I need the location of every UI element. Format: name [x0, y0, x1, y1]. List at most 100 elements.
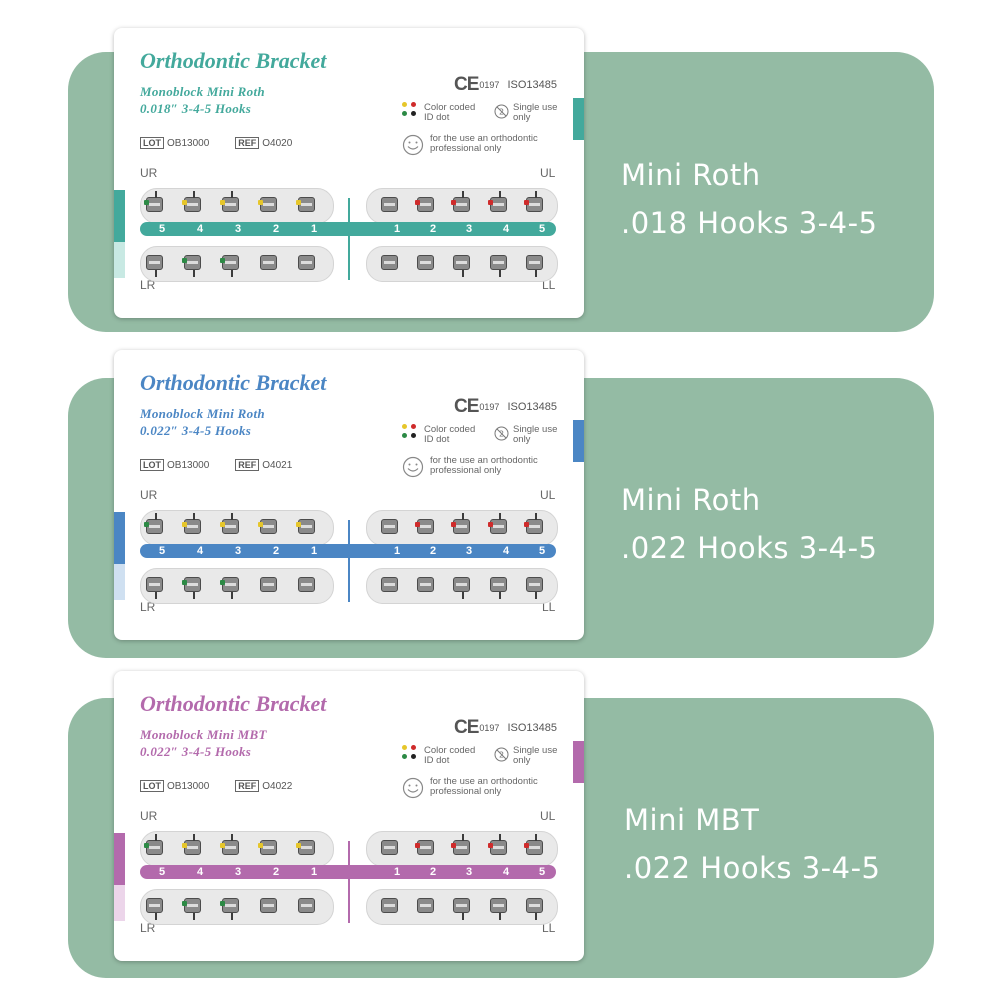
- color-id-mark: [182, 200, 187, 205]
- color-id-mark: [144, 522, 149, 527]
- card-subtitle-spec: 0.022″ 3-4-5 Hooks: [140, 423, 252, 438]
- ref-label: REF: [235, 137, 260, 149]
- card-title: Orthodontic Bracket: [140, 48, 327, 73]
- ref-number: O4021: [262, 460, 293, 471]
- bracket-hook: [499, 270, 501, 277]
- color-id-mark: [220, 522, 225, 527]
- iso-label: ISO13485: [507, 722, 557, 734]
- color-id-mark: [258, 522, 263, 527]
- bracket: [381, 519, 398, 534]
- bracket-hook: [535, 270, 537, 277]
- bracket-hook: [535, 513, 537, 520]
- color-id-mark: [220, 901, 225, 906]
- bracket: [417, 577, 434, 592]
- quadrant-label-lr: LR: [140, 921, 156, 935]
- bracket-hook: [193, 592, 195, 599]
- midline-divider: [348, 841, 350, 923]
- bracket-hook: [231, 270, 233, 277]
- bracket-hook: [499, 513, 501, 520]
- bracket: [296, 197, 315, 212]
- quadrant-label-ll: LL: [542, 600, 556, 614]
- ref-number: O4020: [262, 138, 293, 149]
- bracket: [298, 898, 315, 913]
- color-id-mark: [488, 200, 493, 205]
- bracket: [451, 834, 470, 855]
- midline-divider: [348, 198, 350, 280]
- tooth-number: 1: [393, 866, 401, 878]
- quadrant-label-lr: LR: [140, 600, 156, 614]
- bracket: [182, 834, 201, 855]
- bracket: [258, 519, 277, 534]
- color-id-mark: [144, 843, 149, 848]
- bracket: [453, 898, 470, 920]
- red-dot: [411, 745, 416, 750]
- product-spec: .022 Hooks 3-4-5: [624, 851, 881, 885]
- color-id-mark: [296, 522, 301, 527]
- bracket: [220, 255, 239, 277]
- bracket: [524, 191, 543, 212]
- quadrant-label-ul: UL: [540, 809, 556, 823]
- tooth-number: 3: [234, 866, 242, 878]
- color-id-mark: [296, 843, 301, 848]
- bracket-hook: [155, 592, 157, 599]
- quadrant-label-ur: UR: [140, 166, 158, 180]
- color-id-mark: [524, 843, 529, 848]
- color-id-mark: [415, 200, 420, 205]
- green-dot: [402, 433, 407, 438]
- color-id-mark: [182, 258, 187, 263]
- bracket-hook: [155, 513, 157, 520]
- color-id-dots: [402, 424, 416, 440]
- bracket: [182, 191, 201, 212]
- bracket: [415, 519, 434, 534]
- bracket-hook: [155, 270, 157, 277]
- tooth-number: 4: [196, 223, 204, 235]
- card-subtitle: Monoblock Mini Roth: [140, 84, 265, 99]
- color-id-mark: [182, 522, 187, 527]
- tooth-number: 3: [234, 545, 242, 557]
- bracket-hook: [193, 513, 195, 520]
- bracket-hook: [231, 191, 233, 198]
- tooth-number: 2: [429, 545, 437, 557]
- color-id-mark: [144, 200, 149, 205]
- color-id-mark: [182, 901, 187, 906]
- product-name: Mini Roth: [621, 158, 761, 192]
- tooth-number: 1: [310, 223, 318, 235]
- product-label-2: Mini Roth .022 Hooks 3-4-5: [621, 476, 877, 572]
- bracket: [488, 513, 507, 534]
- bracket-hook: [231, 913, 233, 920]
- bracket: [453, 577, 470, 599]
- color-id-mark: [182, 843, 187, 848]
- bracket-hook: [193, 191, 195, 198]
- bracket: [260, 898, 277, 913]
- smiley-icon: [402, 777, 424, 799]
- tooth-number: 5: [158, 223, 166, 235]
- tooth-number: 1: [310, 866, 318, 878]
- bracket-hook: [231, 834, 233, 841]
- card-subtitle: Monoblock Mini MBT: [140, 727, 267, 742]
- tooth-number: 4: [502, 223, 510, 235]
- lot-label: LOT: [140, 459, 164, 471]
- left-color-stripe: [114, 833, 125, 885]
- bracket: [381, 577, 398, 592]
- color-id-mark: [524, 522, 529, 527]
- bracket: [296, 840, 315, 855]
- bracket: [296, 519, 315, 534]
- bracket-hook: [193, 270, 195, 277]
- bracket-hook: [462, 191, 464, 198]
- midline-divider: [348, 520, 350, 602]
- bracket: [381, 255, 398, 270]
- color-id-dots: [402, 102, 416, 118]
- color-id-mark: [182, 580, 187, 585]
- red-dot: [411, 102, 416, 107]
- green-dot: [402, 754, 407, 759]
- color-id-mark: [296, 200, 301, 205]
- bracket: [415, 197, 434, 212]
